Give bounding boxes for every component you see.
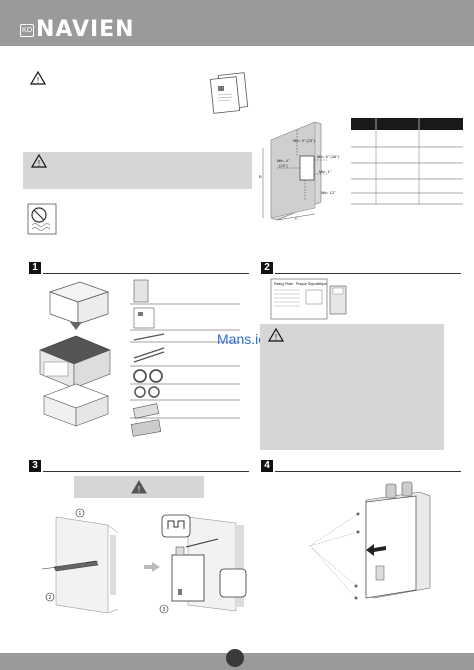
brand-logo: NAVIEN [36, 17, 135, 42]
section-rule [43, 273, 249, 274]
rating-plate-image: Rating Plate Plaque Signalétique [270, 278, 347, 320]
clearance-right-mid-label: Min. 1" [319, 169, 332, 174]
section-4-heading: 4 [261, 460, 461, 474]
clearance-table [351, 118, 463, 205]
warning-icon: ! [268, 328, 284, 342]
section-number: 1 [29, 262, 41, 274]
section-2-heading: 2 [261, 262, 461, 276]
section-1-heading: 1 [29, 262, 249, 276]
arrow-right-icon [144, 562, 160, 572]
svg-text:!: ! [138, 485, 140, 494]
section-rule [275, 471, 461, 472]
warning-box: ! [23, 152, 252, 189]
language-badge: KO [20, 24, 34, 37]
installation-caution-bar: ! [74, 476, 204, 498]
header-bar: KO NAVIEN [0, 0, 474, 46]
cover-removal-illustration [309, 481, 431, 600]
clearance-bottom-label: Min. 12" [321, 190, 336, 195]
no-flammables-icon [27, 203, 57, 235]
page-number-badge [226, 649, 244, 667]
dimension-c-label: C [295, 216, 298, 221]
clearance-diagram: Min. 9" (23") Min. 4" (24") Min. 9" (36"… [259, 121, 340, 221]
clearance-left-sub-label: (24") [279, 163, 288, 168]
warning-icon: ! [30, 71, 46, 85]
section-number: 2 [261, 262, 273, 274]
svg-text:!: ! [38, 159, 40, 168]
section-rule [43, 471, 249, 472]
section-number: 3 [29, 460, 41, 472]
clearance-right-top-label: Min. 9" (36") [317, 154, 340, 159]
callout-3: 3 [163, 607, 166, 613]
dimension-b-label: B [259, 174, 262, 179]
parts-list [130, 279, 240, 437]
section-3-heading: 3 [29, 460, 249, 474]
section-number: 4 [261, 460, 273, 472]
heater-hanging-illustration: 3 [159, 514, 247, 614]
clearance-top-label: Min. 9" (23") [293, 138, 316, 143]
manual-booklet-image [209, 72, 249, 114]
callout-1: 1 [79, 511, 82, 517]
watermark-text: Mans.io [217, 331, 267, 347]
svg-text:!: ! [37, 76, 39, 85]
svg-text:!: ! [275, 333, 277, 342]
callout-2: 2 [49, 595, 52, 601]
warning-icon: ! [31, 154, 47, 168]
wall-bracket-illustration: 1 2 [41, 508, 119, 614]
rating-plate-title: Rating Plate [274, 282, 293, 286]
rating-plate-subtitle: Plaque Signalétique [296, 282, 327, 286]
section-rule [275, 273, 461, 274]
caution-box: ! [260, 324, 444, 450]
clearance-left-label: Min. 4" [277, 158, 290, 163]
warning-icon: ! [131, 480, 147, 494]
unboxing-illustration [39, 281, 111, 427]
